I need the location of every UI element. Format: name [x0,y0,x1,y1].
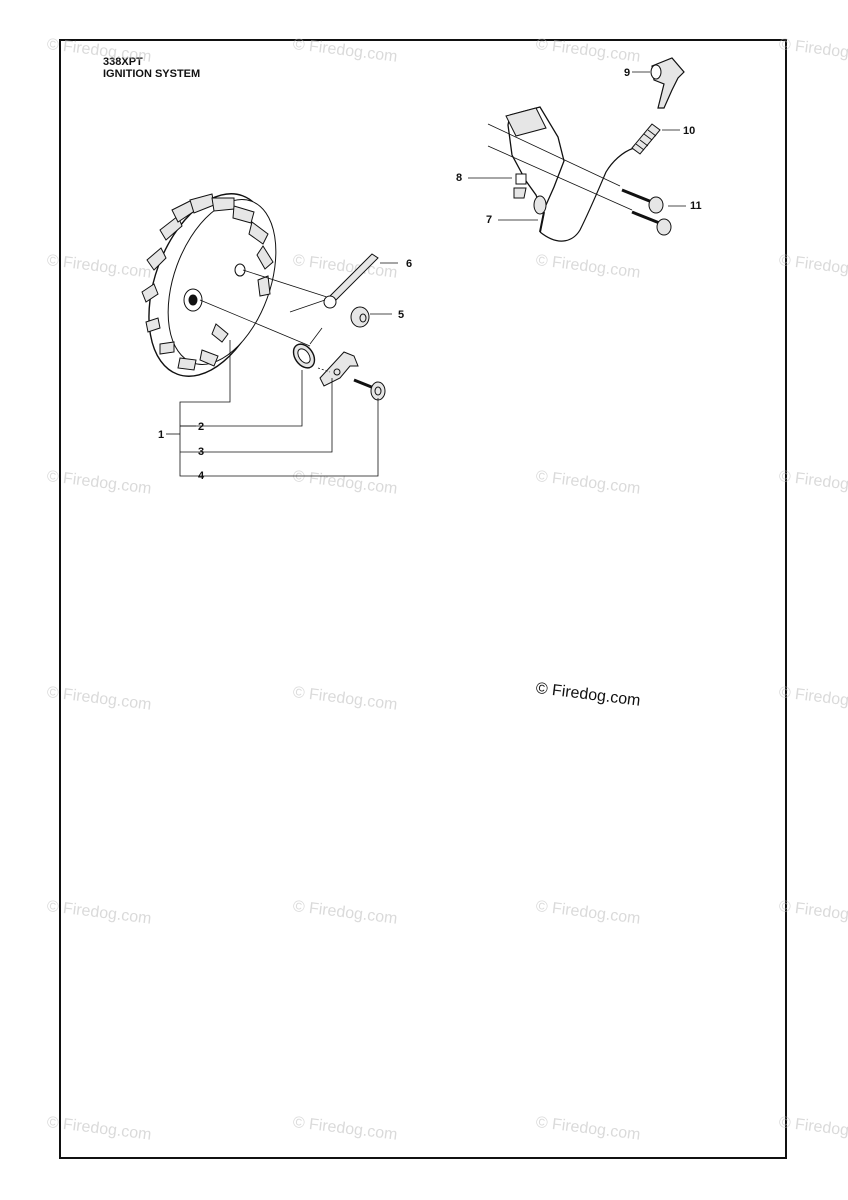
callout-9: 9 [624,67,631,79]
ignition-lead [539,147,635,242]
callout-10: 10 [683,125,696,137]
callout-6: 6 [406,258,413,270]
callout-5: 5 [398,309,405,321]
ignition-module [505,106,565,233]
spark-plug-cap [650,57,685,109]
nut [350,306,370,328]
spring [631,123,661,155]
bolts [621,188,672,236]
callout-4: 4 [198,470,205,482]
diagram-title: 338XPT IGNITION SYSTEM [103,56,200,80]
callout-1: 1 [158,429,165,441]
callout-3: 3 [198,446,205,458]
flywheel [141,193,277,377]
drawing-frame [59,39,787,1159]
callout-7: 7 [486,214,493,226]
ring [292,327,323,369]
callout-8: 8 [456,172,463,184]
arm [289,253,379,313]
pawl [317,351,359,387]
callout-11: 11 [690,200,702,212]
callout-2: 2 [198,421,205,433]
model-number: 338XPT [103,56,143,68]
screw [353,378,386,401]
section-name: IGNITION SYSTEM [103,68,201,80]
